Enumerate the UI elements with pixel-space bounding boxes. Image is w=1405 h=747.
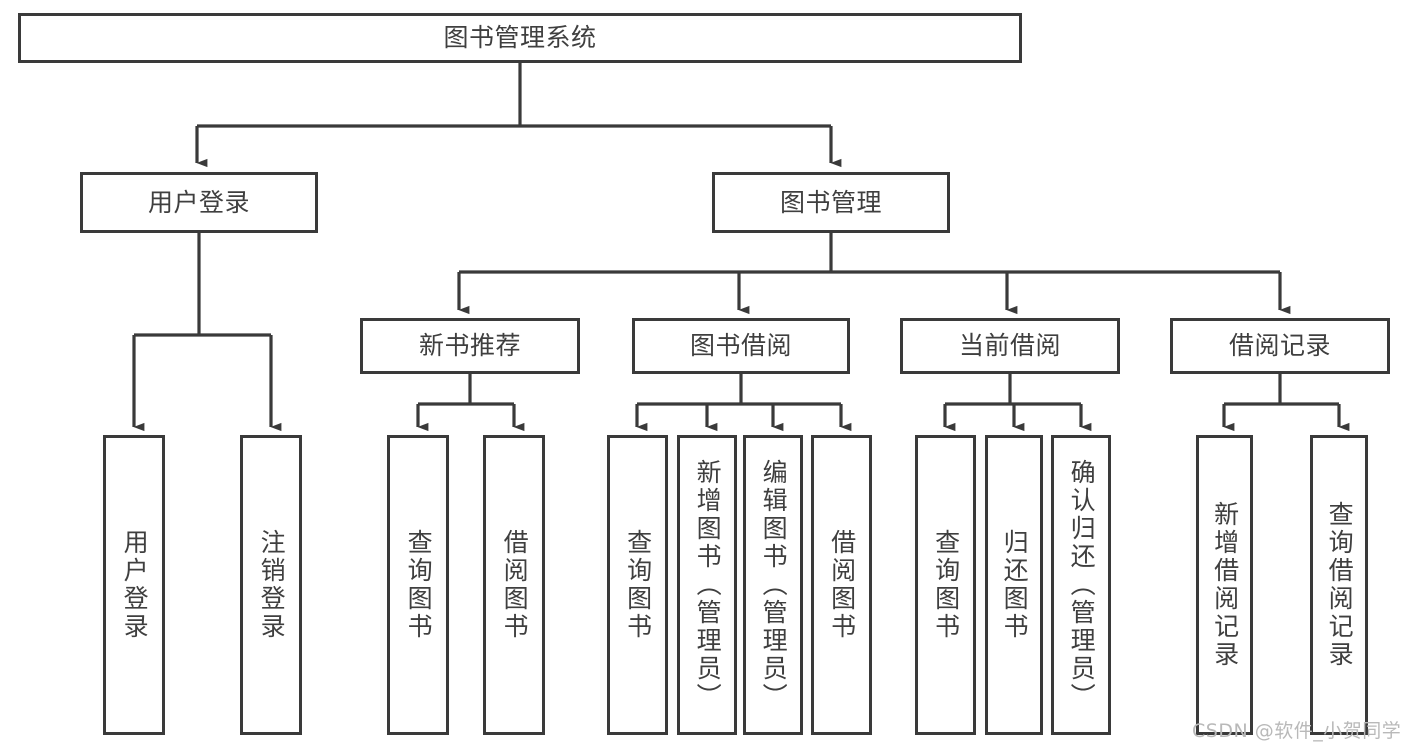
node-current-borrow[interactable]: 当前借阅	[900, 318, 1120, 374]
node-new-book-recommend-label: 新书推荐	[418, 331, 521, 360]
node-book-management-label: 图书管理	[779, 187, 882, 217]
node-leaf-logout[interactable]: 注销登录	[240, 435, 302, 735]
node-leaf-query-book-borrow-label: 查询图书	[623, 529, 653, 641]
node-leaf-confirm-return-admin-label: 确认归还（管理员）	[1067, 459, 1097, 711]
node-leaf-edit-book-admin[interactable]: 编辑图书（管理员）	[743, 435, 803, 735]
node-leaf-borrow-book-rec-label: 借阅图书	[500, 529, 530, 641]
node-leaf-add-borrow-record-label: 新增借阅记录	[1210, 501, 1240, 669]
node-leaf-query-book-rec[interactable]: 查询图书	[387, 435, 449, 735]
node-book-borrow[interactable]: 图书借阅	[632, 318, 850, 374]
node-user-login-label: 用户登录	[147, 187, 250, 217]
node-book-management[interactable]: 图书管理	[712, 172, 950, 233]
node-leaf-add-borrow-record[interactable]: 新增借阅记录	[1196, 435, 1253, 735]
node-leaf-query-book-borrow[interactable]: 查询图书	[607, 435, 668, 735]
node-current-borrow-label: 当前借阅	[958, 331, 1061, 360]
node-leaf-edit-book-admin-label: 编辑图书（管理员）	[759, 459, 789, 711]
node-leaf-query-book-rec-label: 查询图书	[404, 529, 434, 641]
node-leaf-borrow-book-rec[interactable]: 借阅图书	[483, 435, 545, 735]
node-leaf-user-login-label: 用户登录	[120, 529, 150, 641]
node-leaf-query-book-current-label: 查询图书	[931, 529, 961, 641]
node-borrow-record-label: 借阅记录	[1228, 331, 1331, 360]
csdn-watermark: CSDN @软件_小贺同学	[1192, 720, 1402, 742]
node-leaf-return-book[interactable]: 归还图书	[985, 435, 1043, 735]
node-user-login[interactable]: 用户登录	[80, 172, 318, 233]
node-leaf-borrow-book-label: 借阅图书	[827, 529, 857, 641]
node-leaf-logout-label: 注销登录	[257, 529, 287, 641]
node-leaf-query-borrow-record[interactable]: 查询借阅记录	[1310, 435, 1368, 735]
node-leaf-query-borrow-record-label: 查询借阅记录	[1325, 501, 1355, 669]
node-borrow-record[interactable]: 借阅记录	[1170, 318, 1390, 374]
node-leaf-confirm-return-admin[interactable]: 确认归还（管理员）	[1051, 435, 1111, 735]
node-root[interactable]: 图书管理系统	[18, 13, 1022, 63]
node-leaf-add-book-admin[interactable]: 新增图书（管理员）	[677, 435, 737, 735]
node-root-label: 图书管理系统	[443, 23, 597, 52]
node-leaf-borrow-book[interactable]: 借阅图书	[811, 435, 872, 735]
node-leaf-user-login[interactable]: 用户登录	[103, 435, 165, 735]
node-leaf-add-book-admin-label: 新增图书（管理员）	[693, 459, 723, 711]
node-book-borrow-label: 图书借阅	[689, 331, 792, 360]
node-new-book-recommend[interactable]: 新书推荐	[360, 318, 580, 374]
node-leaf-query-book-current[interactable]: 查询图书	[915, 435, 976, 735]
node-leaf-return-book-label: 归还图书	[1000, 529, 1030, 641]
